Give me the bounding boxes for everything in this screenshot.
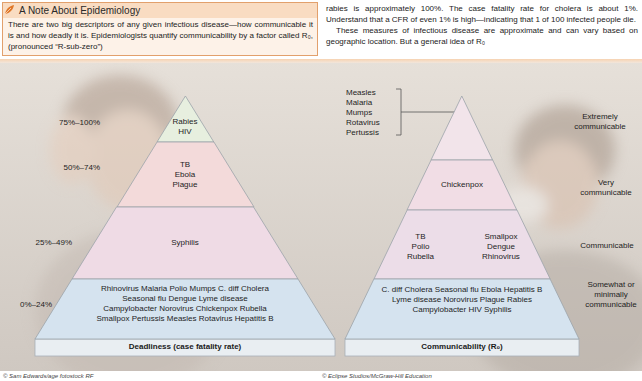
category-label: Communicable [578, 241, 636, 251]
pyramid-tier: TB Ebola Plague50%–74% [117, 142, 254, 207]
range-label: 0%–24% [8, 300, 52, 310]
note-box: A Note About EpidemiologyThere are two b… [2, 2, 318, 56]
tier-outline [374, 210, 550, 279]
range-label: 75%–100% [52, 118, 100, 128]
tier-text: Chickenpox [432, 180, 492, 190]
credit-text: © Sam Edwards/age fotostock RF [3, 372, 303, 380]
pyramid-tier: ChickenpoxVery communicable [407, 160, 517, 210]
pyramid-tier: Rabies HIV75%–100% [157, 96, 214, 142]
tier-shape [374, 210, 550, 279]
tier-outline [431, 96, 493, 160]
blurred-figures [35, 75, 642, 381]
body-text: These measures of infectious disease are… [326, 25, 638, 47]
caption-text: Deadliness (case fatality rate) [35, 342, 335, 352]
photo-ground [0, 61, 642, 371]
tier-outline [117, 142, 254, 207]
tier-outline [407, 160, 517, 210]
credit-text: © Eclipse Studios/McGraw-Hill Education [322, 372, 622, 380]
category-label: Very communicable [576, 178, 636, 198]
range-label: 25%–49% [24, 238, 72, 248]
tier-outline [35, 279, 335, 339]
tier-outline [157, 96, 214, 142]
note-icon [4, 4, 15, 15]
tier-text: Rabies HIV [169, 117, 201, 137]
tier-outline [345, 279, 579, 339]
pyramid-tier: Extremely communicable [431, 96, 493, 160]
pyramid-tier: TB Polio Rubella Smallpox Dengue Rhinovir… [374, 210, 550, 279]
caption-strip [35, 339, 335, 356]
tier-outline [72, 207, 298, 279]
heading-text: A Note About Epidemiology [19, 4, 309, 17]
tier-text: Smallpox Dengue Rhinovirus [480, 232, 522, 262]
tier-text: TB Polio Rubella [406, 232, 435, 262]
category-label: Extremely communicable [570, 112, 630, 132]
tier-text: Rhinovirus Malaria Polio Mumps C. diff C… [95, 284, 275, 324]
body-text: rabies is approximately 100%. The case f… [326, 3, 638, 25]
peach-rule [0, 59, 642, 63]
tier-text: Syphilis [160, 238, 210, 248]
tier-text: C. diff Cholera Seasonal flu Ebola Hepat… [376, 285, 548, 315]
tier-shape [431, 96, 493, 160]
pyramid-tier: C. diff Cholera Seasonal flu Ebola Hepat… [345, 279, 579, 339]
caption-text: Communicability (R₀) [345, 342, 579, 352]
caption-strip [345, 339, 579, 356]
category-label: Somewhat or minimally communicable [584, 280, 638, 310]
range-label: 50%–74% [52, 163, 100, 173]
pyramid-tier: Rhinovirus Malaria Polio Mumps C. diff C… [35, 279, 335, 339]
tier-text: TB Ebola Plague [171, 160, 199, 190]
disease-list: Measles Malaria Mumps Rotavirus Pertussi… [346, 88, 392, 138]
credit-strip [0, 371, 642, 381]
body-text: There are two big descriptors of any giv… [8, 19, 313, 52]
pyramid-tier: Syphilis25%–49% [72, 207, 298, 279]
